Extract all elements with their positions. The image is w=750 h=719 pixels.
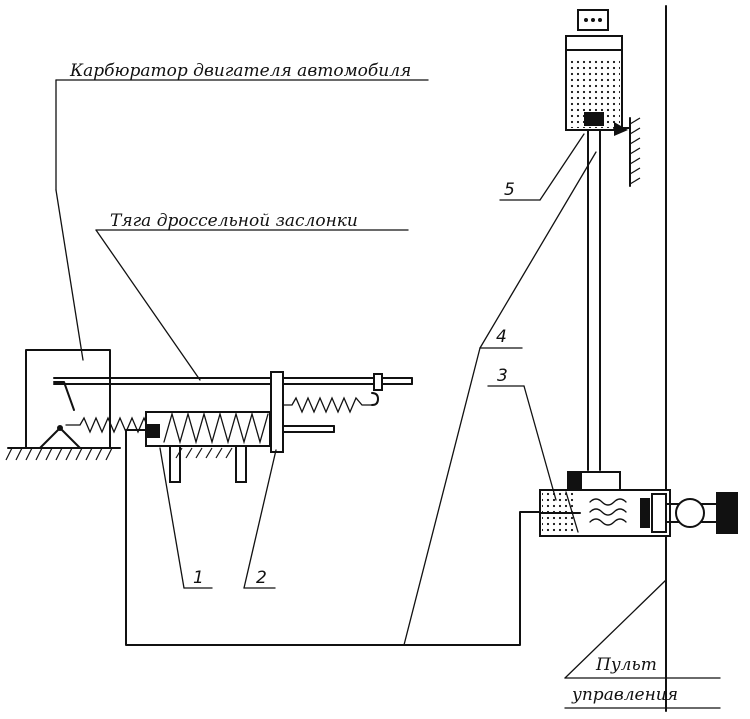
air-line [125,429,541,646]
carburetor-pivot [57,425,63,431]
valve-piston [640,498,650,528]
carburetor-body-outline [25,349,111,449]
spring-hook [371,392,379,406]
callout-1: 1 [159,447,213,589]
wall-hatch [629,117,641,187]
callout-1-number: 1 [193,568,204,588]
carburetor-label-group: Карбюратор двигателя автомобиля [55,61,429,361]
knob-handle [716,492,738,534]
throttle-lever [53,381,75,411]
callout-2: 2 [243,449,277,589]
return-spring-right [282,373,383,414]
cylinder-bracket-right [235,445,247,483]
control-panel-label-group: Пульт управления [564,579,721,709]
lever-body [270,371,284,453]
bracket-hatch [175,447,233,459]
callout-4: 4 [403,151,597,646]
actuator-cylinder [145,411,335,483]
knob-wheel [675,498,705,528]
carburetor-label: Карбюратор двигателя автомобиля [69,61,411,81]
reservoir-bracket-arrow [614,122,628,136]
throttle-rod [53,377,413,385]
throttle-rod-label: Тяга дроссельной заслонки [110,211,358,231]
callout-3-number: 3 [497,366,508,386]
control-panel-leader [564,579,667,679]
carburetor-ground-hatch [5,447,113,461]
callout-4-number: 4 [496,327,507,347]
control-panel-label-line1: Пульт [595,655,657,675]
control-panel-label-line2: управления [571,685,678,705]
callout-2-number: 2 [256,568,267,588]
valve-fluid [542,492,576,534]
callout-5-number: 5 [504,180,515,200]
reservoir-pipe [587,129,601,471]
cylinder-end-cap-left [146,424,160,438]
throttle-rod-leader-line [95,229,201,381]
carburetor-housing [5,349,121,461]
callout-3: 3 [487,366,557,501]
rod-stop [373,373,383,391]
actuator-lever [270,371,284,453]
carburetor-leader-line-2 [55,189,84,361]
cylinder-bracket-left [169,445,181,483]
control-knob[interactable] [665,492,738,534]
reservoir-outlet [584,112,604,126]
fluid-reservoir [565,9,631,136]
control-valve [539,471,671,537]
callout-5: 5 [499,133,585,201]
throttle-rod-label-group: Тяга дроссельной заслонки [95,211,409,381]
cylinder-spring [163,411,269,445]
valve-spring-a [589,498,627,506]
